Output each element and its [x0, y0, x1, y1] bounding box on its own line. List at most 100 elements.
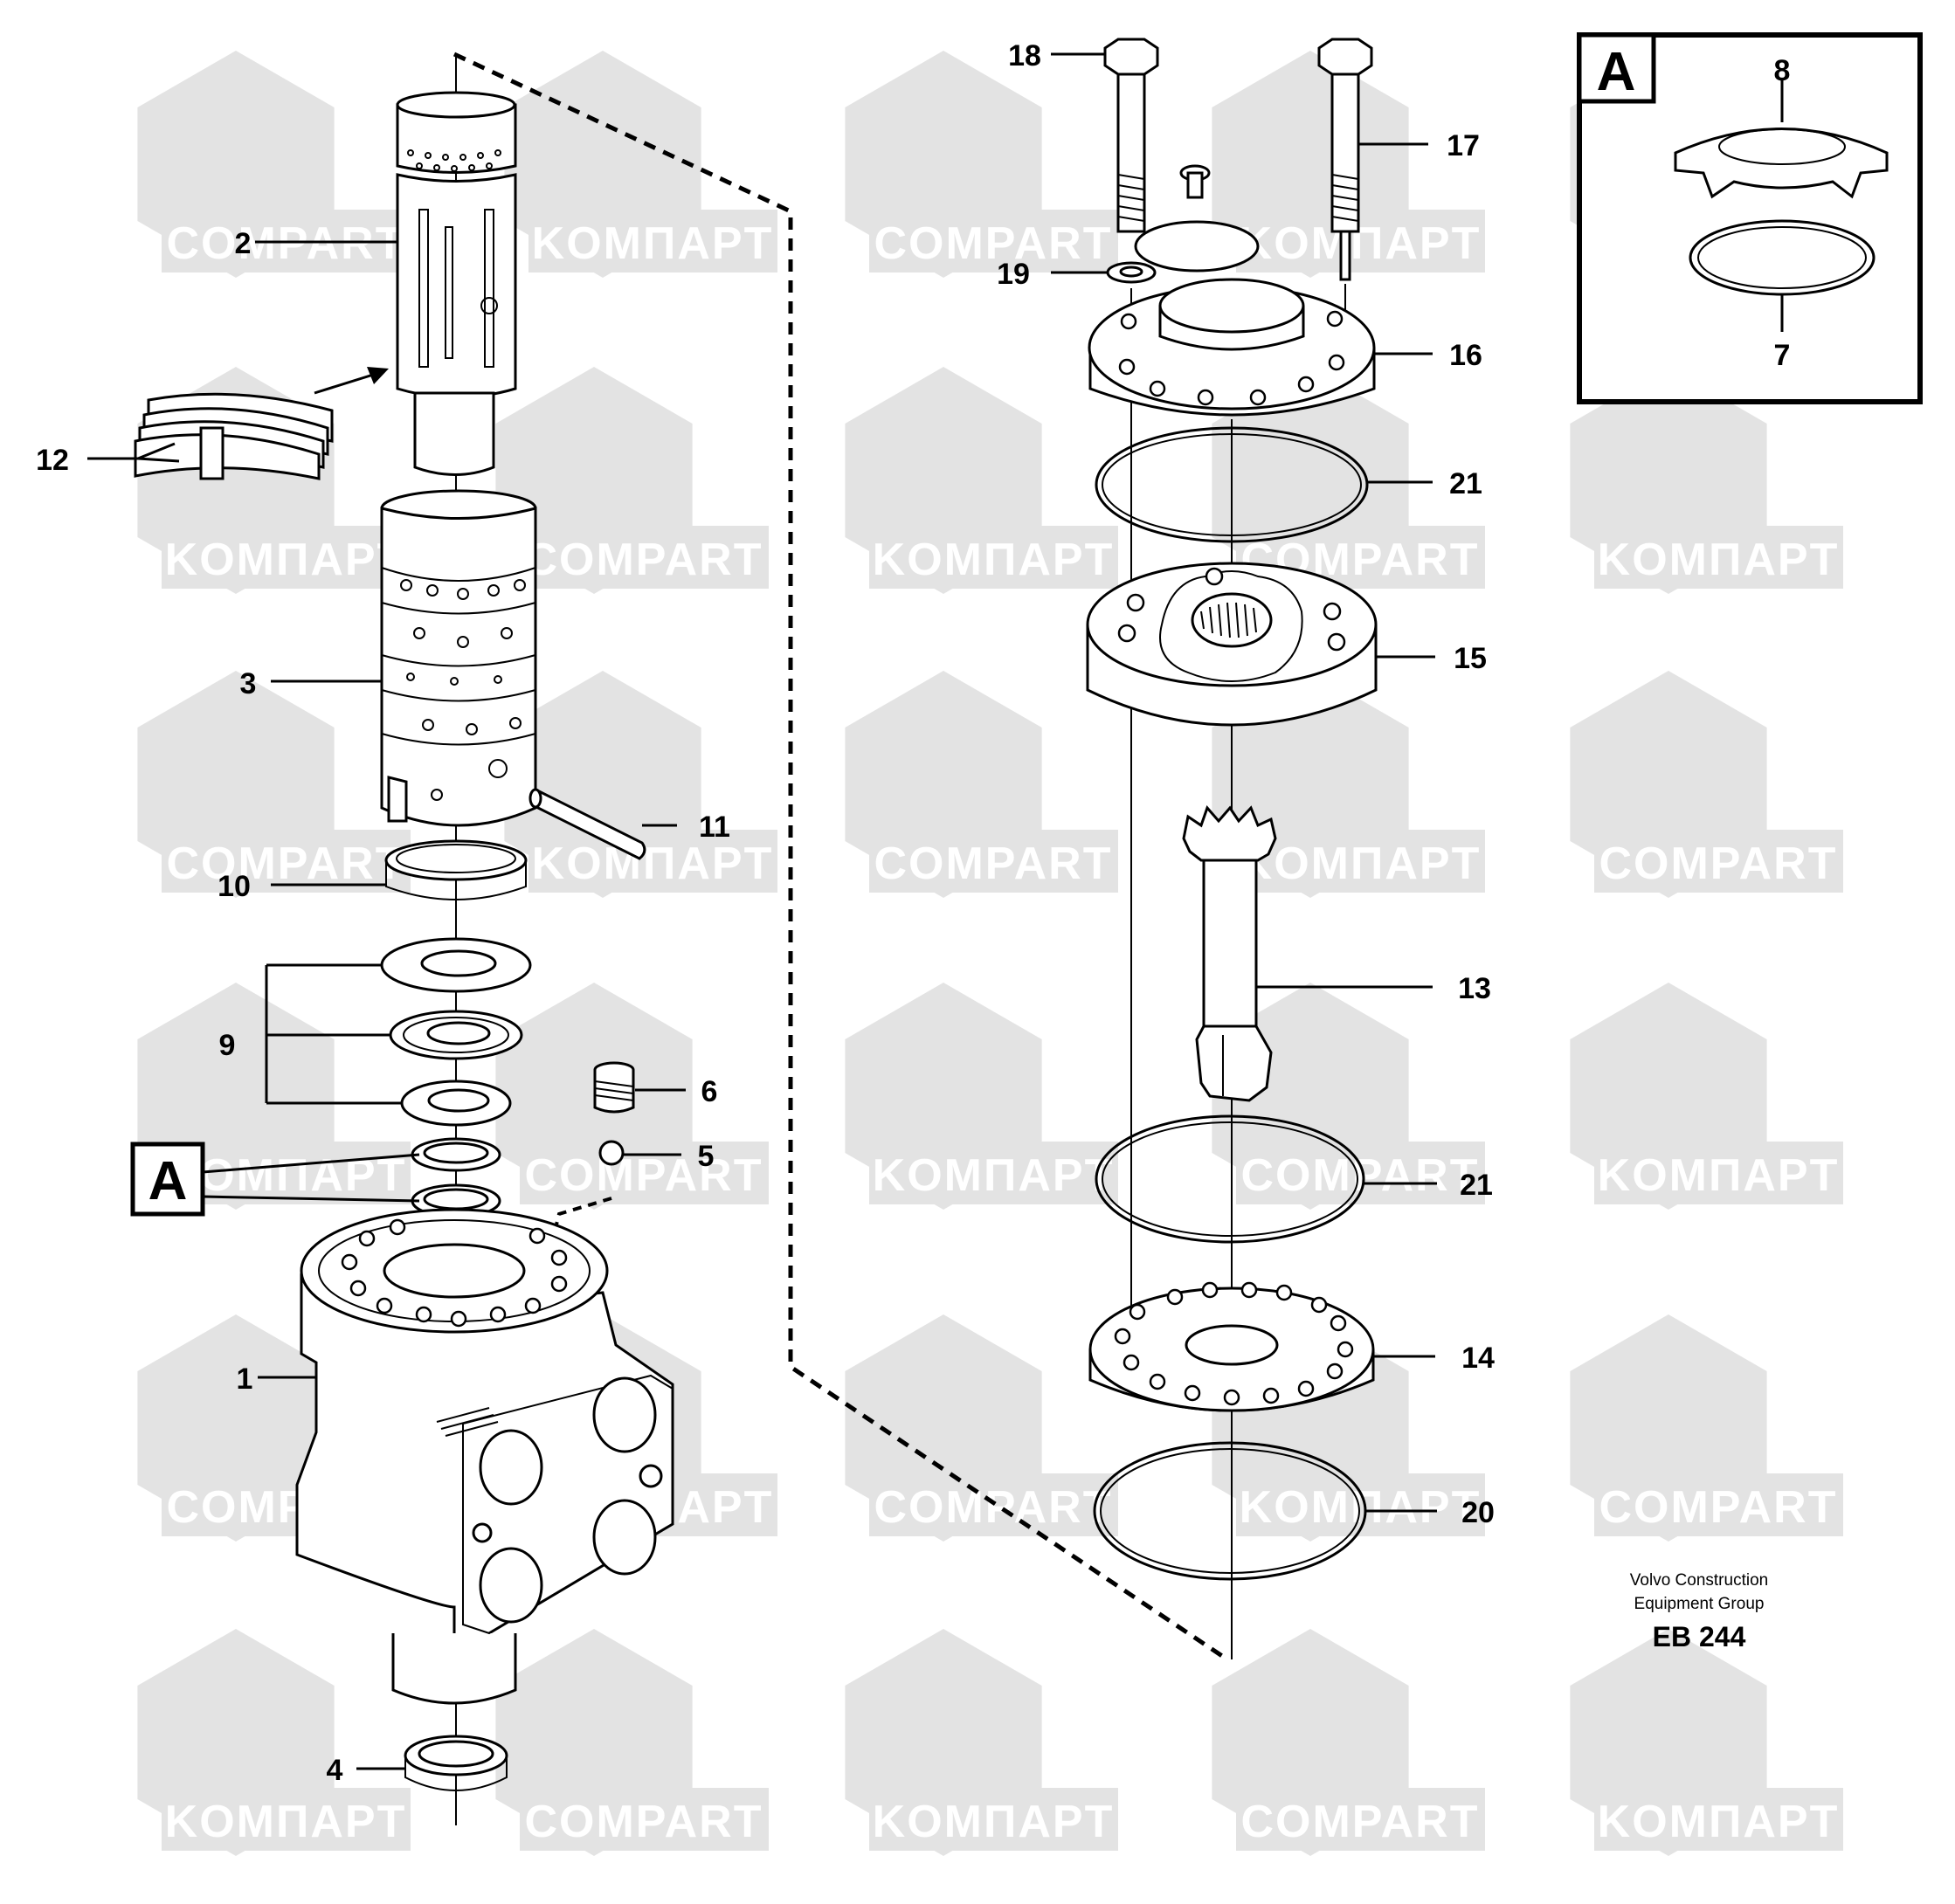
callout-3: 3: [240, 667, 257, 700]
watermark-text: COMPART: [874, 838, 1112, 889]
document-id: EB 244: [1653, 1621, 1746, 1652]
ref-a-box: A: [130, 1142, 420, 1217]
callout-18: 18: [1008, 39, 1041, 72]
callout-19: 19: [997, 258, 1030, 291]
part-8-backup-ring: [1674, 80, 1889, 199]
callout-4: 4: [327, 1754, 343, 1787]
part-9-thrust-bearing: [380, 937, 532, 1127]
watermark-text: KOMПAPT: [1598, 1797, 1840, 1847]
callout-16: 16: [1449, 339, 1482, 372]
callout-20: 20: [1461, 1496, 1495, 1529]
part-20-o-ring-inner: [1100, 1448, 1360, 1574]
watermark-text: KOMПAPT: [1598, 1150, 1840, 1201]
watermark-band: [1594, 1473, 1843, 1536]
watermark-band: [1594, 1788, 1843, 1851]
callout-7: 7: [1774, 339, 1791, 372]
watermark-band: [1594, 830, 1843, 893]
watermark-band: [520, 1142, 769, 1204]
watermark-band: [869, 830, 1118, 893]
callout-2: 2: [235, 227, 252, 260]
watermark-text: COMPART: [874, 1482, 1112, 1533]
watermark-text: KOMПAPT: [165, 535, 407, 585]
part-5-ball: [598, 1140, 625, 1166]
small-screw: [1179, 164, 1211, 199]
watermark-band: [869, 1788, 1118, 1851]
part-7-o-ring: [1689, 219, 1876, 332]
ref-a-label: A: [149, 1151, 188, 1211]
watermark-text: KOMПAPT: [1240, 218, 1482, 269]
part-3-sleeve: [380, 489, 537, 827]
part-4-seal: [404, 1735, 508, 1791]
watermark-text: COMPART: [1599, 1482, 1837, 1533]
callout-15: 15: [1454, 642, 1487, 675]
watermark-text: KOMПAPT: [873, 1797, 1115, 1847]
callout-labels: 2 3 12 11 10 9 6 5 1 4 18 17 19 16 21 15…: [36, 39, 1790, 1787]
watermark-text: COMPART: [524, 1797, 763, 1847]
watermark-text: COMPART: [166, 838, 404, 889]
watermark-text: KOMПAPT: [1598, 535, 1840, 585]
callout-5: 5: [698, 1140, 715, 1173]
part-13-drive-shaft: [1182, 805, 1277, 1102]
watermark-text: COMPART: [524, 535, 763, 585]
callout-12: 12: [36, 444, 69, 477]
watermark-text: COMPART: [1240, 1797, 1479, 1847]
leader-lines: [87, 52, 1437, 1770]
watermark-band: [162, 830, 411, 893]
callout-21-lower: 21: [1460, 1169, 1493, 1202]
callout-8: 8: [1774, 54, 1791, 87]
watermark-band: [1236, 1473, 1485, 1536]
watermark-band: [869, 526, 1118, 589]
watermark-band: [1236, 830, 1485, 893]
watermark-band: [528, 210, 777, 272]
part-14-distributor-plate: [1088, 1281, 1375, 1412]
part-18-bolt: [1103, 38, 1159, 233]
caption-line-1: Volvo Construction: [1630, 1571, 1768, 1590]
watermark-text: KOMПAPT: [532, 218, 774, 269]
watermark-band: [162, 526, 411, 589]
watermark-text: KOMПAPT: [1240, 838, 1482, 889]
part-12-centering-springs: [134, 367, 389, 480]
detail-a-label: A: [1597, 42, 1636, 102]
watermark-text: COMPART: [1599, 838, 1837, 889]
watermark-band: [1594, 526, 1843, 589]
part-17-bolt: [1317, 38, 1373, 281]
part-1-housing: [295, 1208, 674, 1705]
watermark-band: [1236, 1788, 1485, 1851]
watermark-text: COMPART: [524, 1150, 763, 1201]
caption-block: Volvo Construction Equipment Group EB 24…: [1630, 1571, 1768, 1652]
callout-14: 14: [1461, 1342, 1495, 1375]
watermark-band: [520, 1788, 769, 1851]
part-16-end-cap: [1088, 278, 1376, 417]
callout-21-upper: 21: [1449, 467, 1482, 500]
watermark-text: KOMПAPT: [873, 535, 1115, 585]
callout-13: 13: [1458, 972, 1491, 1005]
part-15-gear-set: [1086, 562, 1378, 727]
part-6-plug: [593, 1061, 635, 1114]
callout-9: 9: [219, 1029, 236, 1062]
watermark-band: [520, 526, 769, 589]
detail-a-box: A: [1577, 32, 1923, 404]
part-19-washer: [1106, 261, 1157, 284]
part-10-ring: [384, 839, 528, 900]
watermark-band: [162, 1788, 411, 1851]
callout-10: 10: [218, 870, 251, 903]
part-21-o-ring-lower: [1095, 1114, 1365, 1244]
caption-line-2: Equipment Group: [1634, 1595, 1765, 1613]
part-21-o-ring-upper-inner: [1102, 433, 1362, 536]
watermark-text: COMPART: [166, 218, 404, 269]
part-2-spool: [396, 91, 517, 476]
callout-6: 6: [701, 1075, 718, 1108]
callout-11: 11: [699, 811, 730, 844]
callout-1: 1: [237, 1362, 253, 1396]
part-21-o-ring-lower-inner: [1102, 1121, 1358, 1237]
watermark-text: COMPART: [874, 218, 1112, 269]
part-21-o-ring-upper: [1095, 426, 1369, 543]
callout-17: 17: [1447, 129, 1480, 162]
watermark-band: [869, 1142, 1118, 1204]
watermark-text: KOMПAPT: [532, 838, 774, 889]
watermark-band: [528, 830, 777, 893]
part-11-pin: [528, 788, 646, 860]
cover-plate: [1134, 220, 1260, 272]
watermark-band: [869, 210, 1118, 272]
